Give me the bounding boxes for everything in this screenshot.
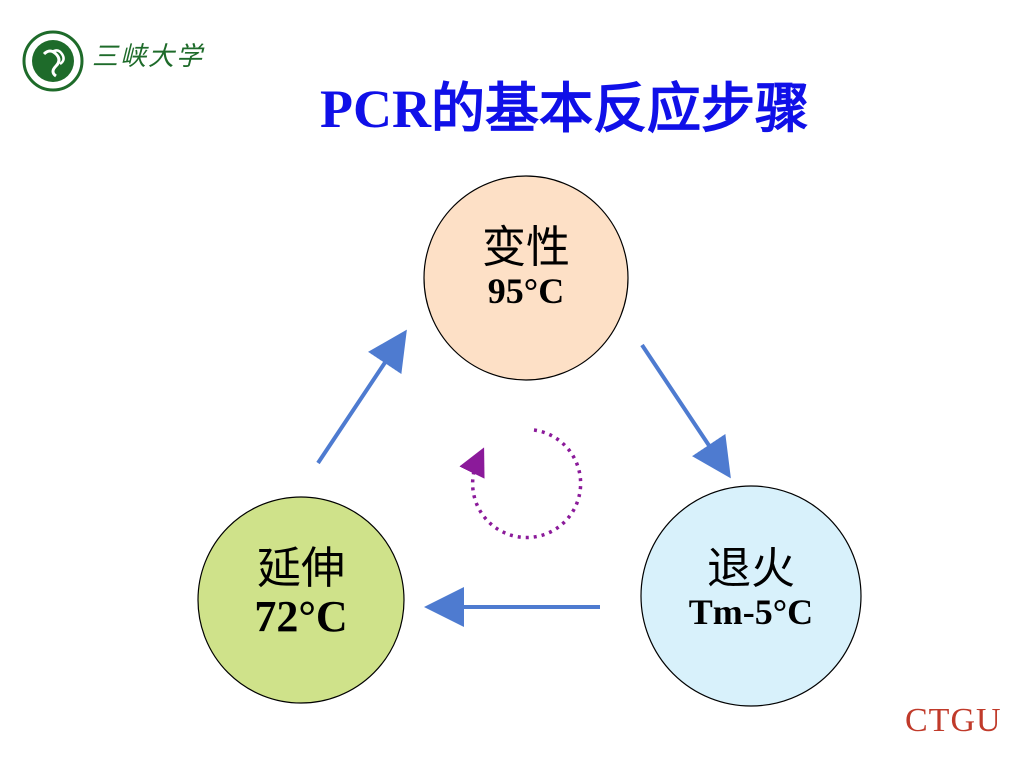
arrow-denature-to-anneal	[640, 343, 731, 479]
arrow-extend-to-denature	[316, 329, 407, 465]
step-temperature: 72°C	[254, 592, 348, 642]
step-name: 变性	[482, 222, 570, 273]
step-circle-extend	[197, 496, 405, 704]
step-name: 延伸	[257, 543, 345, 594]
step-label-extend: 延伸 72°C	[226, 543, 376, 642]
university-logo: 三峡大学	[22, 26, 252, 92]
step-label-anneal: 退火 Tm-5°C	[661, 543, 841, 633]
university-seal-icon	[22, 30, 84, 92]
step-temperature: Tm-5°C	[688, 592, 814, 633]
step-circle-denature	[423, 175, 629, 381]
step-circle-anneal	[640, 485, 862, 707]
step-name: 退火	[707, 543, 795, 594]
university-name: 三峡大学	[92, 42, 205, 72]
step-temperature: 95°C	[487, 271, 565, 312]
footer-brand: CTGU	[905, 702, 1002, 739]
step-label-denature: 变性 95°C	[456, 222, 596, 312]
page-title: PCR的基本反应步骤	[320, 79, 809, 139]
cycle-indicator-icon	[459, 428, 583, 540]
